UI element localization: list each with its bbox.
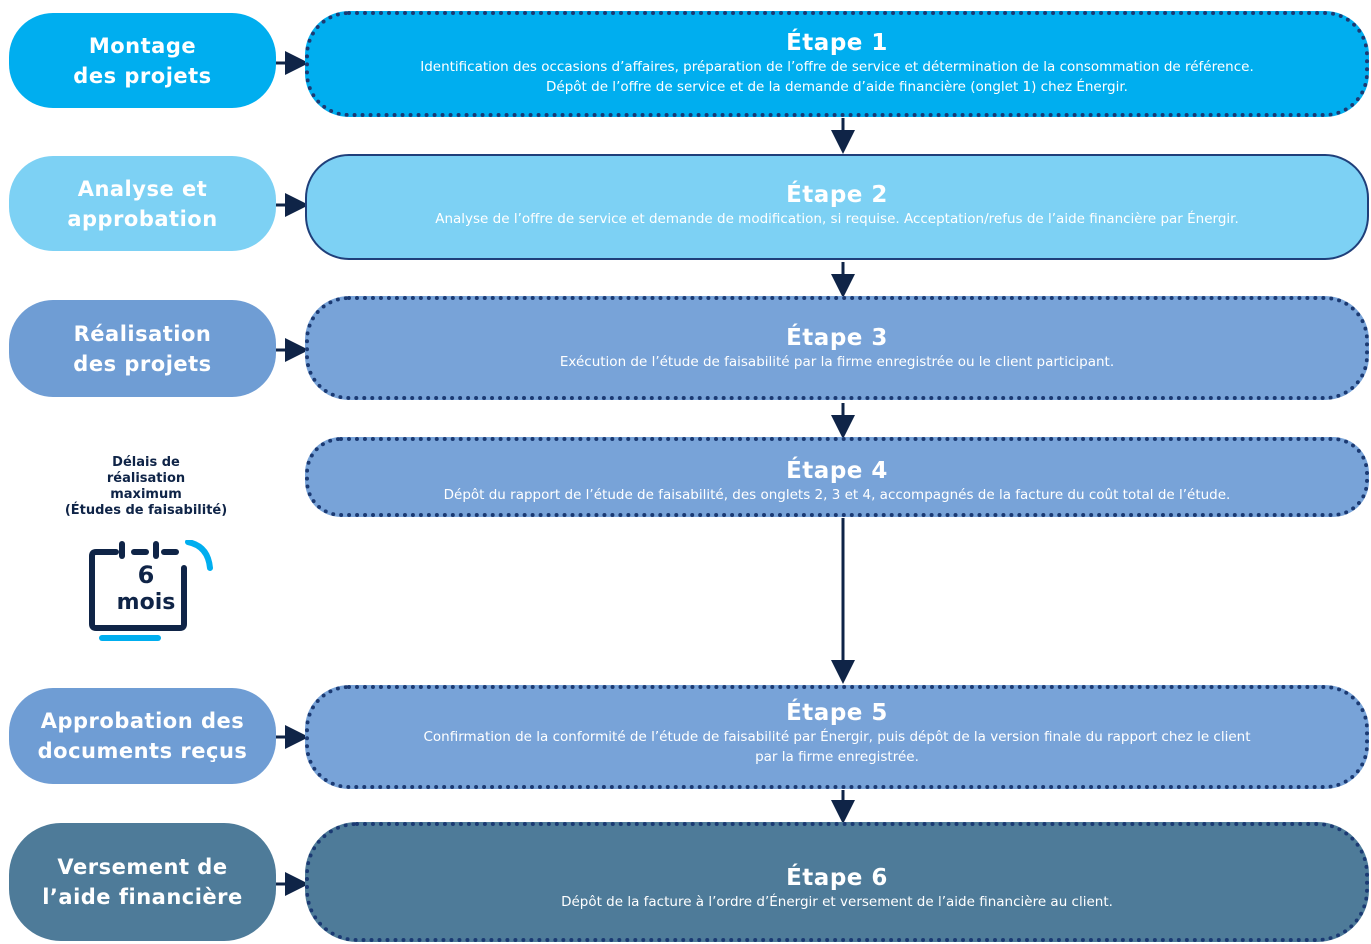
- step-title: Étape 5: [786, 700, 888, 726]
- step-3: Étape 3 Exécution de l’étude de faisabil…: [305, 296, 1369, 400]
- step-title: Étape 6: [786, 865, 888, 891]
- step-description: Dépôt de la facture à l’ordre d’Énergir …: [561, 894, 1113, 910]
- step-5: Étape 5 Confirmation de la conformité de…: [305, 685, 1369, 789]
- phase-montage: Montage des projets: [9, 13, 276, 108]
- delay-caption-line: Délais de: [112, 455, 180, 470]
- phase-label-line: Réalisation: [73, 321, 212, 346]
- phase-label-line: Analyse et: [77, 176, 208, 201]
- step-title: Étape 1: [786, 30, 888, 56]
- step-description: Confirmation de la conformité de l’étude…: [423, 729, 1251, 745]
- step-2: Étape 2 Analyse de l’offre de service et…: [305, 154, 1369, 260]
- step-description: Exécution de l’étude de faisabilité par …: [559, 354, 1115, 370]
- phase-label-line: documents reçus: [37, 739, 248, 763]
- step-description: Dépôt du rapport de l’étude de faisabili…: [443, 487, 1231, 503]
- delay-unit: mois: [116, 590, 176, 615]
- delay-caption: Délais de réalisation maximum (Études de…: [56, 455, 236, 519]
- step-6: Étape 6 Dépôt de la facture à l’ordre d’…: [305, 822, 1369, 942]
- calendar-icon: [89, 540, 213, 641]
- step-description: Dépôt de l’offre de service et de la dem…: [546, 79, 1128, 95]
- step-description: Analyse de l’offre de service et demande…: [435, 211, 1239, 227]
- phase-label-line: des projets: [73, 351, 212, 376]
- phase-analyse: Analyse et approbation: [9, 156, 276, 251]
- delay-caption-line: réalisation: [106, 471, 186, 486]
- step-title: Étape 4: [786, 458, 888, 484]
- delay-value: 6: [137, 561, 155, 589]
- delay-caption-line: (Études de faisabilité): [64, 503, 228, 518]
- phase-realisation: Réalisation des projets: [9, 300, 276, 397]
- step-title: Étape 3: [786, 325, 888, 351]
- phase-versement: Versement de l’aide financière: [9, 823, 276, 941]
- phase-label-line: Approbation des: [40, 709, 245, 733]
- delay-caption-line: maximum: [110, 487, 182, 502]
- step-1: Étape 1 Identification des occasions d’a…: [305, 11, 1369, 117]
- phase-label-line: Montage: [88, 33, 197, 58]
- step-description: par la firme enregistrée.: [755, 749, 919, 765]
- step-title: Étape 2: [786, 182, 888, 208]
- phase-label-line: des projets: [73, 63, 212, 88]
- phase-label-line: l’aide financière: [42, 885, 243, 909]
- step-description: Identification des occasions d’affaires,…: [420, 59, 1254, 75]
- phase-approbation: Approbation des documents reçus: [9, 688, 276, 784]
- step-4: Étape 4 Dépôt du rapport de l’étude de f…: [305, 437, 1369, 517]
- phase-label-line: Versement de: [57, 855, 228, 879]
- phase-label-line: approbation: [67, 206, 218, 231]
